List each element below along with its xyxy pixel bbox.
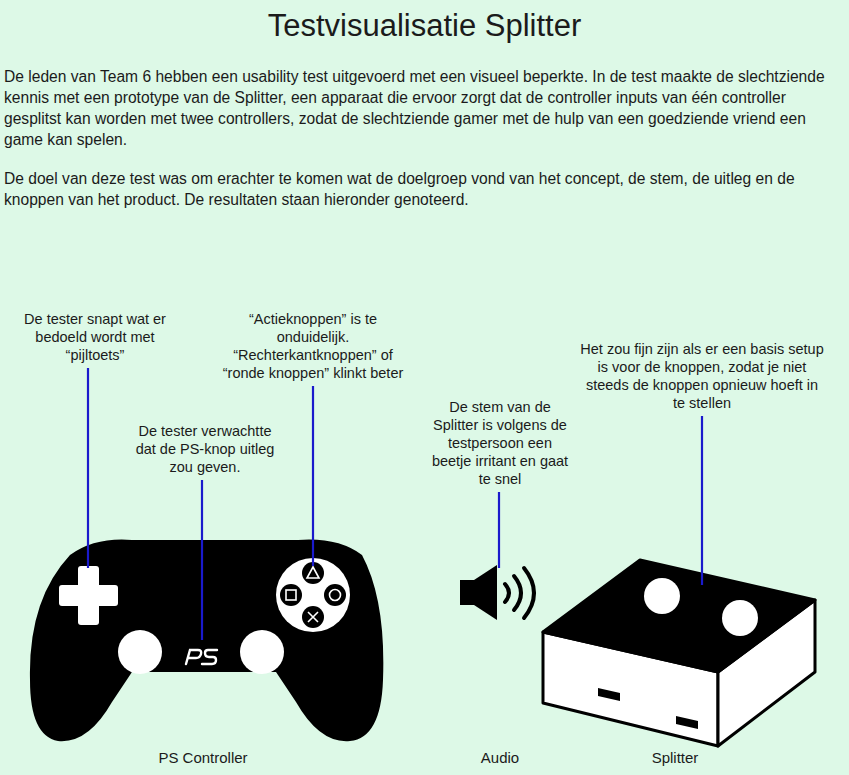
part-name: Splitter — [615, 748, 735, 768]
part-name: Audio — [440, 748, 560, 768]
callout-note: “Actieknoppen” is te onduidelijk. “Recht… — [222, 310, 404, 382]
leader-line — [201, 480, 203, 640]
speaker-icon — [460, 565, 534, 620]
page-title: Testvisualisatie Splitter — [0, 6, 849, 46]
part-name: PS Controller — [123, 748, 283, 768]
action-buttons-area — [276, 558, 350, 632]
left-stick — [118, 630, 162, 674]
controller-body — [30, 540, 383, 742]
leader-lines — [88, 368, 702, 640]
d-pad — [59, 566, 118, 625]
splitter-box — [543, 560, 815, 746]
ps-controller — [30, 540, 383, 742]
intro-paragraph: De leden van Team 6 hebben een usability… — [4, 66, 846, 150]
callout-note: De tester verwachtte dat de PS-knop uitl… — [130, 422, 280, 476]
leader-line — [498, 492, 500, 568]
ps-logo — [186, 650, 217, 664]
right-stick — [240, 630, 284, 674]
intro-paragraph: De doel van deze test was om erachter te… — [4, 168, 846, 210]
callout-note: Het zou fijn zijn als er een basis setup… — [580, 340, 824, 412]
leader-line — [312, 386, 314, 566]
leader-line — [701, 416, 703, 585]
action-buttons — [280, 562, 346, 628]
callout-note: De stem van de Splitter is volgens de te… — [428, 398, 572, 488]
callout-note: De tester snapt wat er bedoeld wordt met… — [10, 310, 180, 364]
leader-line — [87, 368, 89, 568]
